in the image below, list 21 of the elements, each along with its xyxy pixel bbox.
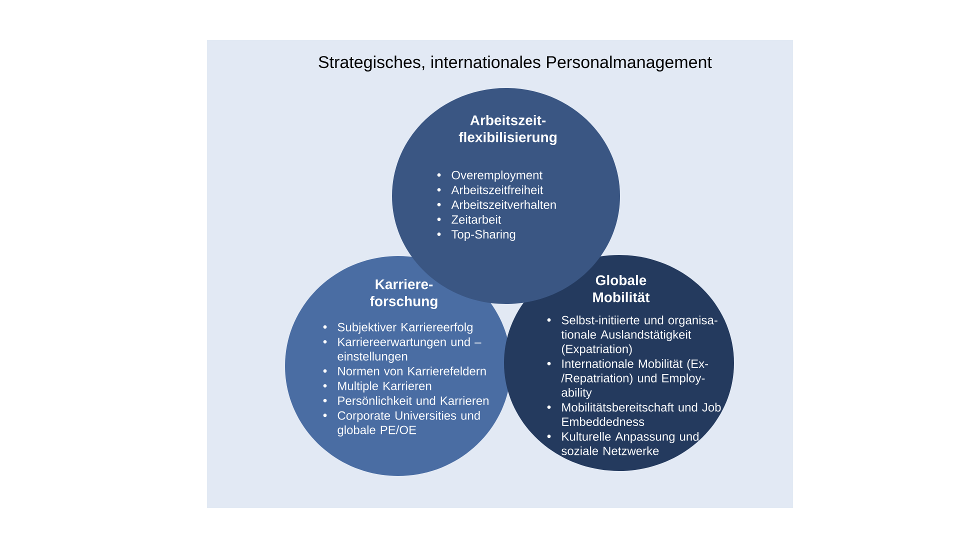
bullet-text: Mobilitätsbereitschaft und Job Embeddedness (562, 402, 721, 426)
bullet-text: Zeitarbeit (452, 214, 502, 224)
bullet-text: Subjektiver Karriereerfolg (338, 322, 472, 334)
bullet-text: Arbeitszeitfreiheit (451, 185, 544, 194)
bullet-text: Overemployment (452, 170, 542, 182)
bullet-text: Karriereerwartungen und – einstellungen (338, 337, 482, 363)
bullet-text: Multiple Karrieren (338, 381, 432, 393)
diagram-title: Strategisches, internationales Personalmanagement (318, 56, 712, 72)
bullet-text: Top-Sharing (451, 230, 516, 241)
bullet-text: Corporate Universities und globale PE/OE (338, 410, 480, 437)
circle-heading: Arbeitszeit- flexibilisierung (458, 114, 556, 146)
bullet-text: Internationale Mobilität (Ex- /Repatriation) und Employ- ability (561, 359, 708, 400)
bullet-text: Persönlichkeit und Karrieren (338, 396, 488, 405)
circle-heading: Karriere- forschung (370, 278, 438, 310)
bullet-text: Selbst-initiierte und organisa- tionale Auslandstätigkeit (Expatriation) (561, 316, 718, 356)
venn-circle (504, 255, 734, 471)
circle-heading: Globale Mobilität (593, 274, 650, 302)
bullet-text: Kulturelle Anpassung und soziale Netzwerke (562, 432, 698, 456)
bullet-text: Normen von Karrierefeldern (338, 366, 486, 376)
venn-circle (285, 256, 511, 476)
bullet-text: Arbeitszeitverhalten (451, 200, 556, 209)
